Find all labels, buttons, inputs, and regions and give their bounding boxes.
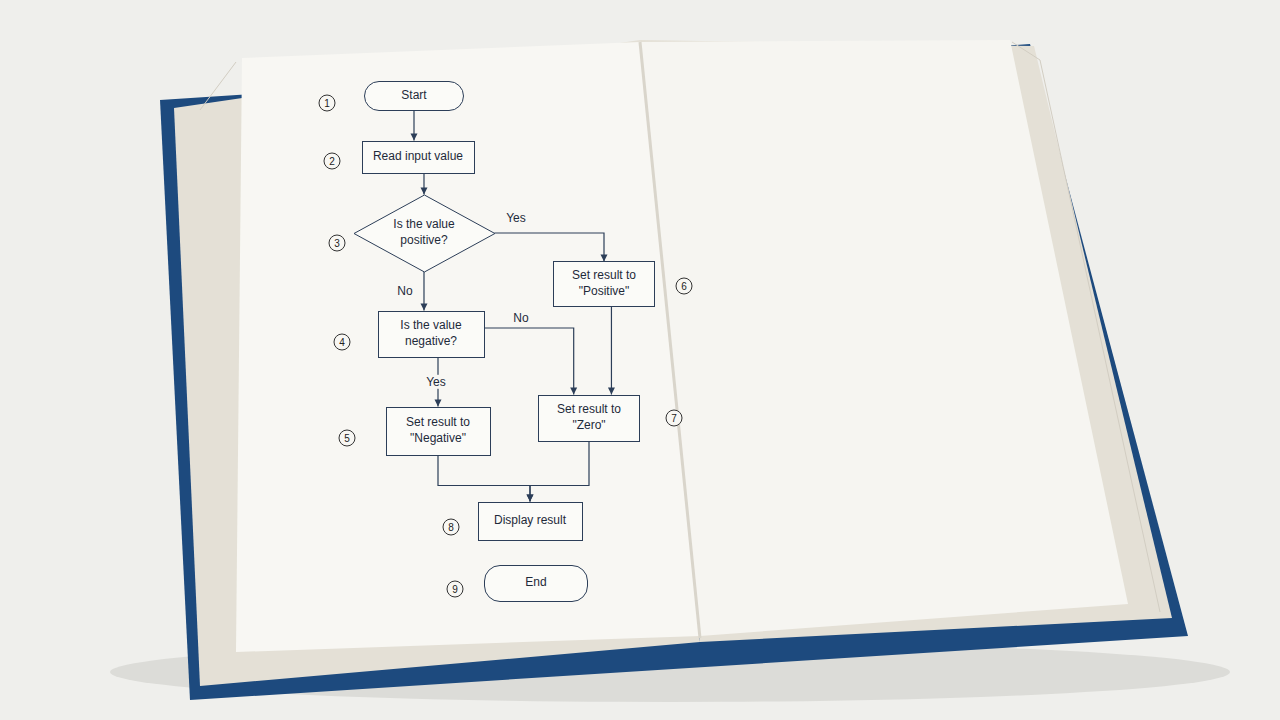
connector-line [438,456,530,502]
spine-fold [640,42,700,638]
arrowhead [420,188,427,195]
diamond-shape [354,195,495,272]
connector-line [494,233,604,261]
flow-connector [494,233,607,261]
node-text: Is the value positive? [385,217,462,248]
arrowhead [411,134,418,141]
output-box: Display result [478,502,583,541]
callout-number: 7 [666,410,683,427]
callout-number: 5 [339,430,356,447]
arrowhead [435,400,442,407]
callout-number: 3 [329,235,346,252]
flow-connector [608,307,615,395]
arrowhead [608,388,615,395]
node-text: Set result to "Positive" [562,268,646,299]
arrowhead [527,495,534,502]
flow-connector [420,174,427,195]
connector-line [485,328,574,395]
decision-diamond: Is the value positive? [354,195,495,272]
diamond-text-area: Is the value positive? [385,217,462,248]
edge-label: No [395,284,414,298]
callout-number: 8 [443,519,460,536]
node-text: Display result [494,513,566,529]
node-text: Set result to "Negative" [395,415,482,446]
node-text: Is the value negative? [387,318,476,349]
page-edge [200,62,236,110]
connector-line [611,307,612,395]
callout-number: 9 [447,581,464,598]
node-text: Set result to "Zero" [547,402,631,433]
page-edge [1012,42,1160,612]
terminal-pill: Start [364,81,464,111]
left-page [236,42,700,652]
connector-line [530,442,589,502]
flow-connector [485,328,578,395]
flow-connector [438,456,534,502]
callout-number: 1 [319,95,336,112]
flow-connector [527,442,590,502]
arrowhead [527,495,534,502]
callout-number: 6 [676,278,693,295]
node-text: Read input value [373,149,463,165]
page-stack-left [174,40,700,686]
decision-box: Is the value negative? [378,311,485,358]
edge-label: Yes [504,211,528,225]
edge-label: Yes [424,375,448,389]
process-box: Read input value [362,141,475,174]
arrowhead [570,388,577,395]
process-box: Set result to "Positive" [553,261,655,306]
flow-connector [411,111,418,141]
terminal-pill: End [484,565,588,602]
flow-connector [420,272,427,311]
edge-label: No [511,311,530,325]
node-text: End [525,575,546,591]
callout-number: 2 [324,153,341,170]
page-stack-right [640,40,1172,642]
process-box: Set result to "Zero" [538,395,640,442]
callout-number: 4 [334,334,351,351]
arrowhead [420,304,427,311]
process-box: Set result to "Negative" [386,407,491,456]
node-text: Start [401,88,426,104]
arrowhead [601,254,608,261]
